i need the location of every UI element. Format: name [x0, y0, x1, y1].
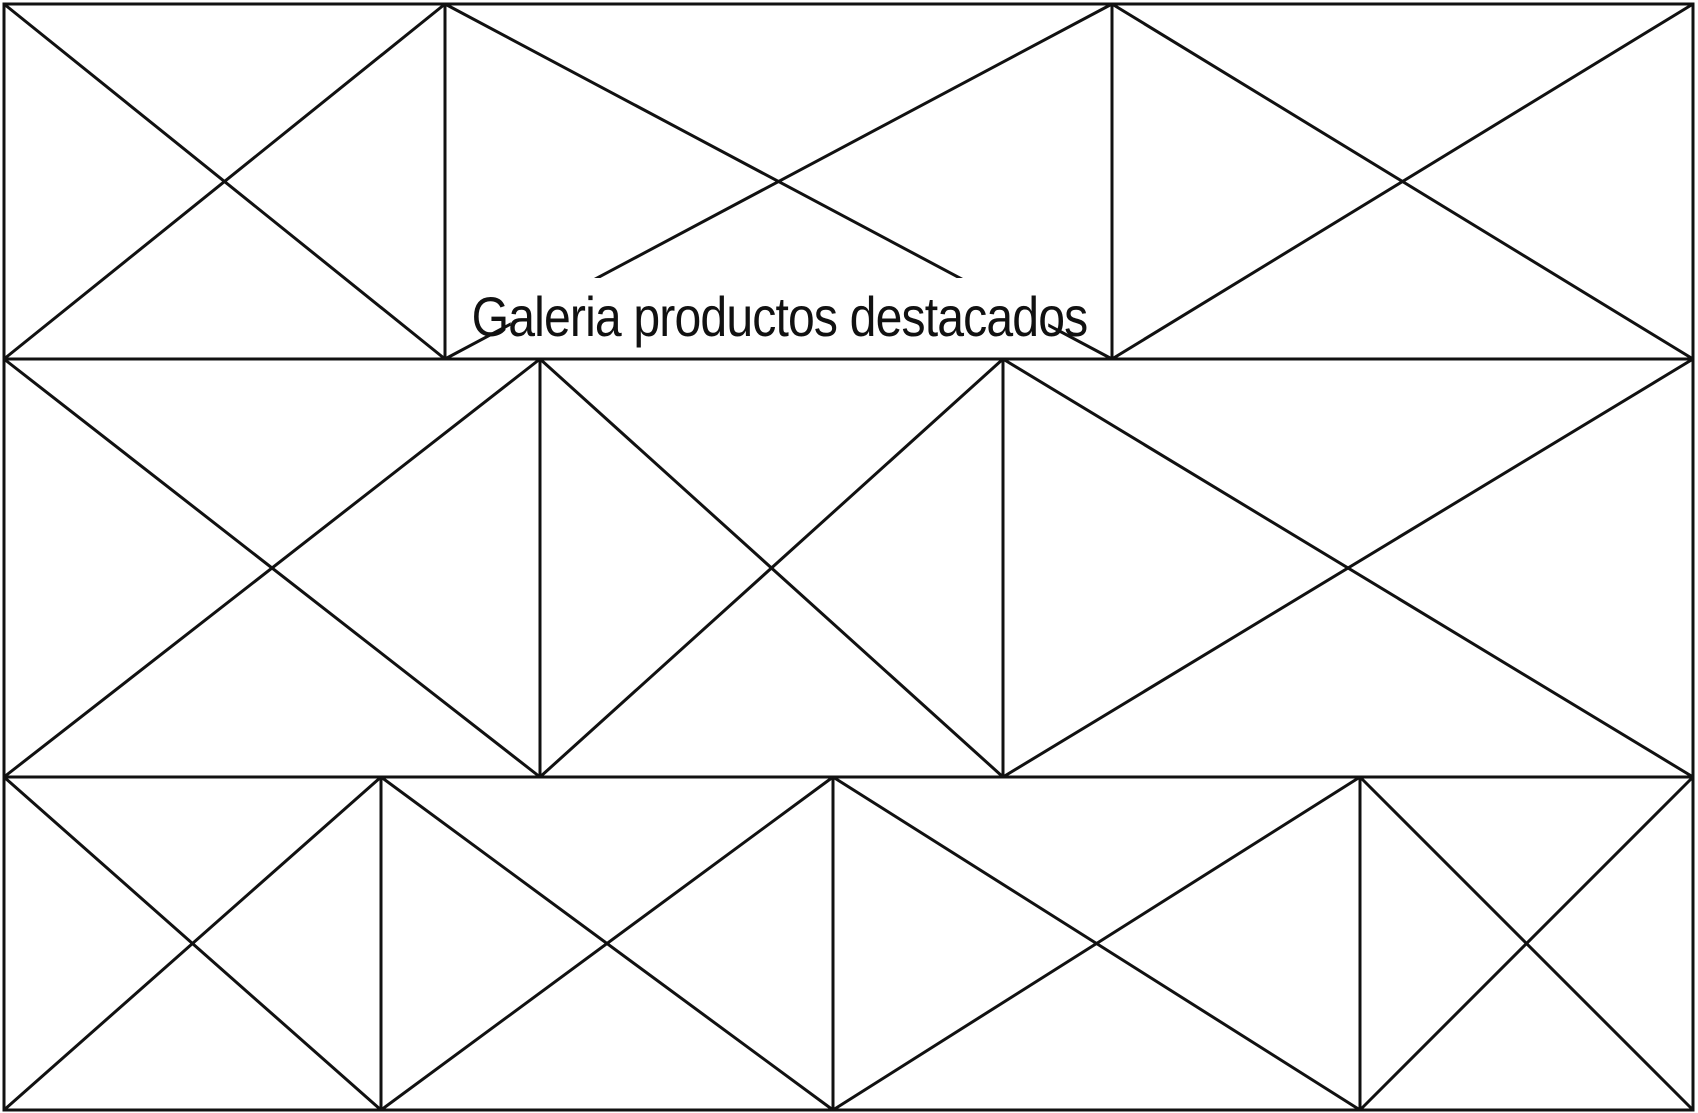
image-placeholder-icon[interactable] — [2, 2, 447, 361]
image-placeholder-icon[interactable] — [831, 775, 1362, 1112]
image-placeholder-icon[interactable] — [1110, 2, 1695, 361]
image-placeholder-icon[interactable] — [538, 357, 1005, 779]
image-placeholder-icon[interactable] — [1001, 357, 1695, 779]
image-placeholder-icon[interactable] — [379, 775, 835, 1112]
image-placeholder-icon[interactable] — [2, 357, 542, 779]
image-placeholder-icon[interactable] — [1358, 775, 1695, 1112]
gallery-row-3 — [2, 775, 1695, 1112]
image-placeholder-icon[interactable] — [2, 775, 383, 1112]
gallery-caption: Galeria productos destacados — [472, 278, 1088, 354]
gallery-row-2 — [2, 357, 1695, 779]
